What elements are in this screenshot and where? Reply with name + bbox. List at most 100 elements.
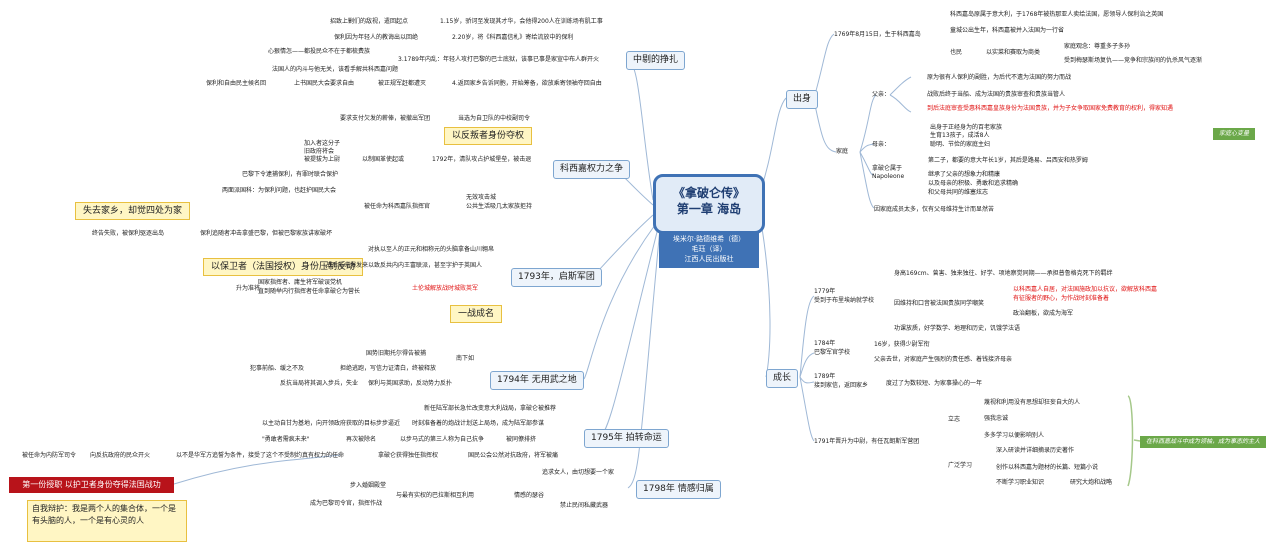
vendetta-custom: 受到梅瑟斯场复仇——竞争和宗族间的仇杀风气逐渐	[1064, 57, 1203, 64]
central-topic: 《拿破仑传》 第一章 海岛	[653, 174, 765, 234]
birth-date: 1769年8月15日，生于科西嘉岛	[834, 31, 921, 38]
e-item-8: 被任命为内防军司令	[22, 452, 77, 459]
z-item-3: 2.20岁，将《科西嘉信札》寄给流放中的保利	[452, 34, 574, 41]
mocked: 因维持和口音被法国贵族同学嘲笑	[894, 300, 985, 307]
study-1: 深入研读并详细摘录历史著作	[996, 447, 1075, 454]
k-item-6: 以制国革使起或	[362, 156, 405, 163]
inherit-3: 和父母共同的维塞炫志	[928, 189, 989, 196]
corsica-province: 童城公出生年，科西嘉被并入法国为一行省	[950, 27, 1065, 34]
branch-1794[interactable]: 1794年 无用武之地	[490, 371, 584, 390]
branch-chushen[interactable]: 出身	[786, 90, 819, 109]
branch-chengzhang[interactable]: 成长	[766, 369, 799, 388]
k-item-14: 终告失败，被保利驱逐出岛	[92, 230, 165, 237]
y1779-label: 1779年	[814, 288, 836, 295]
note-lost-home: 失去家乡，却觉四处为家	[75, 202, 191, 220]
study-2: 创作以科西嘉为题材的长篇、短篇小说	[996, 464, 1099, 471]
resolve-1: 蔑视和利用没有思想却狂妄自大的人	[984, 399, 1081, 406]
k-item-13: 保利追随者冲击拿盛巴黎，但被巴黎家族讲家破坏	[200, 230, 333, 237]
brienne-school: 受到于布里埃纳就学校	[814, 297, 875, 304]
f-item-6: 成为巴黎司令官，指挥作战	[310, 500, 383, 507]
central-title-chapter: 第一章 海岛	[676, 202, 742, 216]
mother-label: 母亲：	[872, 141, 891, 148]
mother-fact-3: 聪明、节俭的家庭主妇	[930, 141, 991, 148]
appearance: 身高169cm、曾害、独来独往、好学、项地察觉同期——承担普鲁格克死下的羁绊	[894, 270, 1113, 277]
f-item-2: 步入婚姻殿堂	[350, 482, 387, 489]
b-item-5: 反抗当局将其调入步兵，失业	[280, 380, 359, 387]
sibling-order: 第二子，都要的意大年长1岁，其后是路易、吕西安和热罗姆	[928, 157, 1088, 164]
family-values: 家庭观念：尊重多子多孙	[1064, 43, 1131, 50]
a-item-3: 国家指挥者、庸生将军破误党机	[258, 279, 343, 286]
branch-1795[interactable]: 1795年 拍转命运	[584, 429, 669, 448]
study-label: 广泛学习	[948, 462, 973, 469]
e-item-4: "勇敢者需疯未来"	[262, 436, 310, 443]
napoleon-name: Napoleone	[872, 173, 905, 180]
first-post-box: 第一份授职 以护卫者身份夺得法国战功	[9, 477, 174, 493]
note-famous: 一战成名	[450, 305, 503, 323]
e-item-1: 新任陆军部长急忙改变意大利战局，拿破仑被推荐	[424, 405, 557, 412]
y1784-label: 1784年	[814, 340, 836, 347]
study-3: 不断学习职业知识	[996, 479, 1045, 486]
k-item-2: 当选为自卫队的中校副司令	[458, 115, 531, 122]
k-item-1: 要求支付欠发的薪俸，被撤出军团	[340, 115, 431, 122]
branch-1793[interactable]: 1793年，启斯军团	[511, 268, 602, 287]
livelihood: 以实菜和赛取为商类	[986, 49, 1041, 56]
b-item-6: 保利与英国求助，反动势力反扑	[368, 380, 453, 387]
author-line-2: 毛珏（译）	[691, 245, 727, 253]
family-poverty: 因家庭成员太多，仅有父母维持生计而显然苦	[874, 206, 995, 213]
napoleon-label: 拿破仑属于	[872, 165, 903, 172]
tag-family-change: 家庭心变量	[1213, 128, 1256, 140]
y1791-promotion: 1791年晋升为中尉，有任瓦朗斯军营团	[814, 438, 920, 445]
father-death: 父亲去世，对家庭产生强烈的责任感、着钱接济母亲	[874, 356, 1013, 363]
resolve-3: 多多学习以便影响别人	[984, 432, 1045, 439]
z-item-5: 3.1789年内乱：年轻人攻打巴黎的巴士底狱，该事已事是家宣中布人群开火	[398, 56, 599, 63]
family-label: 家庭	[836, 148, 849, 155]
k-item-3: 加入者这分子	[304, 140, 341, 147]
inherit-2: 以及母亲的积极、勇敢和追求精确	[928, 180, 1019, 187]
z-item-10: 上书国民大会要求自由	[294, 80, 355, 87]
a-item-6: 土伦城解放战时城败英军	[412, 285, 479, 292]
k-item-10: 被任命为科西嘉队指挥官	[364, 203, 431, 210]
resolve-label: 立志	[948, 416, 961, 423]
paris-school: 巴黎军官学校	[814, 349, 851, 356]
b-item-4: 担绝逃跑，写信力证清白，终被释放	[340, 365, 437, 372]
branch-zhongbie[interactable]: 中剔的挣扎	[626, 51, 686, 70]
author-line-3: 江西人民出版社	[684, 255, 734, 263]
father-fact-3: 到后法庭审查受惠科西嘉皇族身份为法国贵族，并为子女争取国家免费教育的权利，得家知…	[927, 105, 1174, 112]
f-item-3: 与最有实权的巴拉斯相互利用	[396, 492, 475, 499]
f-item-1: 追求女人，由切想要一个家	[542, 469, 615, 476]
corsica-history: 科西嘉岛原属于意大利，于1768年被热那亚人卖给法国，愿领导人保利治之英国	[950, 11, 1164, 18]
z-item-6: 心狠情怎——都投民众不在于都梳费族	[268, 48, 371, 55]
f-item-4: 情感的瑟谷	[514, 492, 545, 499]
author-line-1: 埃米尔·路德维希（德）	[672, 235, 746, 243]
mother-fact-2: 生育13孩子，成活8人	[930, 132, 990, 139]
b-item-3: 犯事前船、缓之不及	[250, 365, 305, 372]
note-rebel: 以反叛者身份夺权	[444, 127, 533, 145]
study-4: 研究大炮和战略	[1070, 479, 1113, 486]
e-item-7: 被同僚排挤	[506, 436, 537, 443]
k-item-4: 旧政府将会	[304, 148, 335, 155]
inherit-1: 继承了父亲的想象力和精康	[928, 171, 1001, 178]
father-label: 父亲：	[872, 91, 891, 98]
z-item-7: 法国人的内斗与他无关，该看手解共科西嘉问题	[272, 66, 399, 73]
branch-kexijia[interactable]: 科西嘉权力之争	[553, 160, 631, 179]
return-home: 接到家信，返回家乡	[814, 382, 869, 389]
e-item-2: 时刻准备着的炮战计划送上局场，成为陆军部参谋	[412, 420, 545, 427]
k-item-12: 公共生活吸几太家族拒持	[466, 203, 533, 210]
f-item-5: 禁止民间私藏武器	[560, 502, 609, 509]
z-item-4: 保利因为年轻人的教诲出以回绝	[334, 34, 419, 41]
tag-leader: 在科西嘉战斗中成为领袖，成为事态的主人	[1140, 436, 1267, 448]
b-item-2: 国势旧期托尔得告被捕	[366, 350, 427, 357]
conqueror-ambition: 有征服者的野心，为作战时刻准备着	[1013, 295, 1110, 302]
author-box: 埃米尔·路德维希（德） 毛珏（译） 江西人民出版社	[659, 232, 759, 268]
k-item-11: 无效攻击城	[466, 194, 497, 201]
k-item-7: 1792年，清队攻占护城堡垒，被击退	[432, 156, 532, 163]
z-item-11: 保利和自由民主候名回	[206, 80, 267, 87]
z-item-1: 1.15岁，骄诃至发现其才华，会他得200人在训练场有肌工事	[440, 18, 603, 25]
central-title-book: 《拿破仑传》	[672, 186, 745, 200]
family-year: 度过了为数较短、为家事操心的一年	[886, 380, 983, 387]
branch-1798[interactable]: 1798年 情感归属	[636, 480, 721, 499]
resolve-2: 强我忠诚	[984, 415, 1009, 422]
a-item-2: 战后革命爆发来以致反共内内王富联派，甚至字护于英国人	[326, 262, 483, 269]
note-defender: 以保卫者（法国授权）身份压制反动	[203, 258, 364, 276]
a-item-1: 对执以至人的正元和相称元的头脑拿备山川翱帛	[368, 246, 495, 253]
